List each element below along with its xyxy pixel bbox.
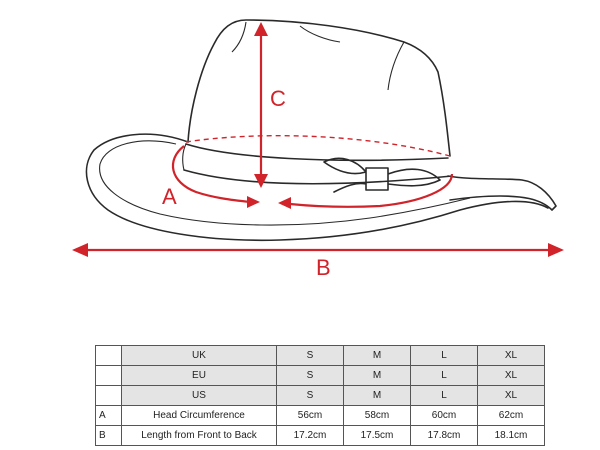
row-key — [95, 385, 122, 406]
row-label: Length from Front to Back — [121, 425, 277, 446]
row-value: L — [410, 365, 478, 386]
measure-b-arrow-right — [548, 243, 564, 257]
hat-bow — [323, 157, 441, 193]
row-key: A — [95, 405, 122, 426]
row-value: M — [343, 345, 411, 366]
row-value: 18.1cm — [477, 425, 545, 446]
row-value: XL — [477, 345, 545, 366]
hat-band — [183, 143, 453, 185]
row-value: 58cm — [343, 405, 411, 426]
label-b: B — [316, 255, 331, 280]
row-value: L — [410, 345, 478, 366]
hat-band-left — [182, 143, 187, 171]
hat-brim-outer — [85, 133, 549, 242]
row-label: EU — [121, 365, 277, 386]
row-value: S — [276, 345, 344, 366]
row-label: Head Circumference — [121, 405, 277, 426]
row-value: 17.2cm — [276, 425, 344, 446]
row-value: XL — [477, 365, 545, 386]
row-value: M — [343, 385, 411, 406]
label-c: C — [270, 86, 286, 111]
hat-brim-inner — [99, 140, 471, 226]
row-value: 62cm — [477, 405, 545, 426]
row-value: 60cm — [410, 405, 478, 426]
row-value: S — [276, 365, 344, 386]
row-label: US — [121, 385, 277, 406]
measure-c-arrow-bottom — [254, 174, 268, 188]
row-value: L — [410, 385, 478, 406]
measure-a-arrow-right — [278, 197, 291, 209]
hat-crown-dent — [231, 21, 341, 53]
row-value: M — [343, 365, 411, 386]
row-label: UK — [121, 345, 277, 366]
row-key: B — [95, 425, 122, 446]
hat-crown — [187, 19, 451, 157]
row-key — [95, 345, 122, 366]
measure-a-dashed — [185, 135, 451, 157]
measure-a-curve-right — [289, 173, 454, 208]
measure-a-curve-left — [171, 145, 251, 204]
hat-brim-tip — [447, 175, 557, 211]
row-value: 56cm — [276, 405, 344, 426]
row-value: 17.8cm — [410, 425, 478, 446]
row-value: XL — [477, 385, 545, 406]
hat-crown-fold — [387, 41, 405, 91]
row-value: 17.5cm — [343, 425, 411, 446]
measure-b-arrow-left — [72, 243, 88, 257]
row-key — [95, 365, 122, 386]
measure-a-arrow-left — [247, 196, 260, 208]
row-value: S — [276, 385, 344, 406]
measure-c-arrow-top — [254, 22, 268, 36]
label-a: A — [162, 184, 177, 209]
hat-diagram: A C B — [72, 19, 564, 280]
